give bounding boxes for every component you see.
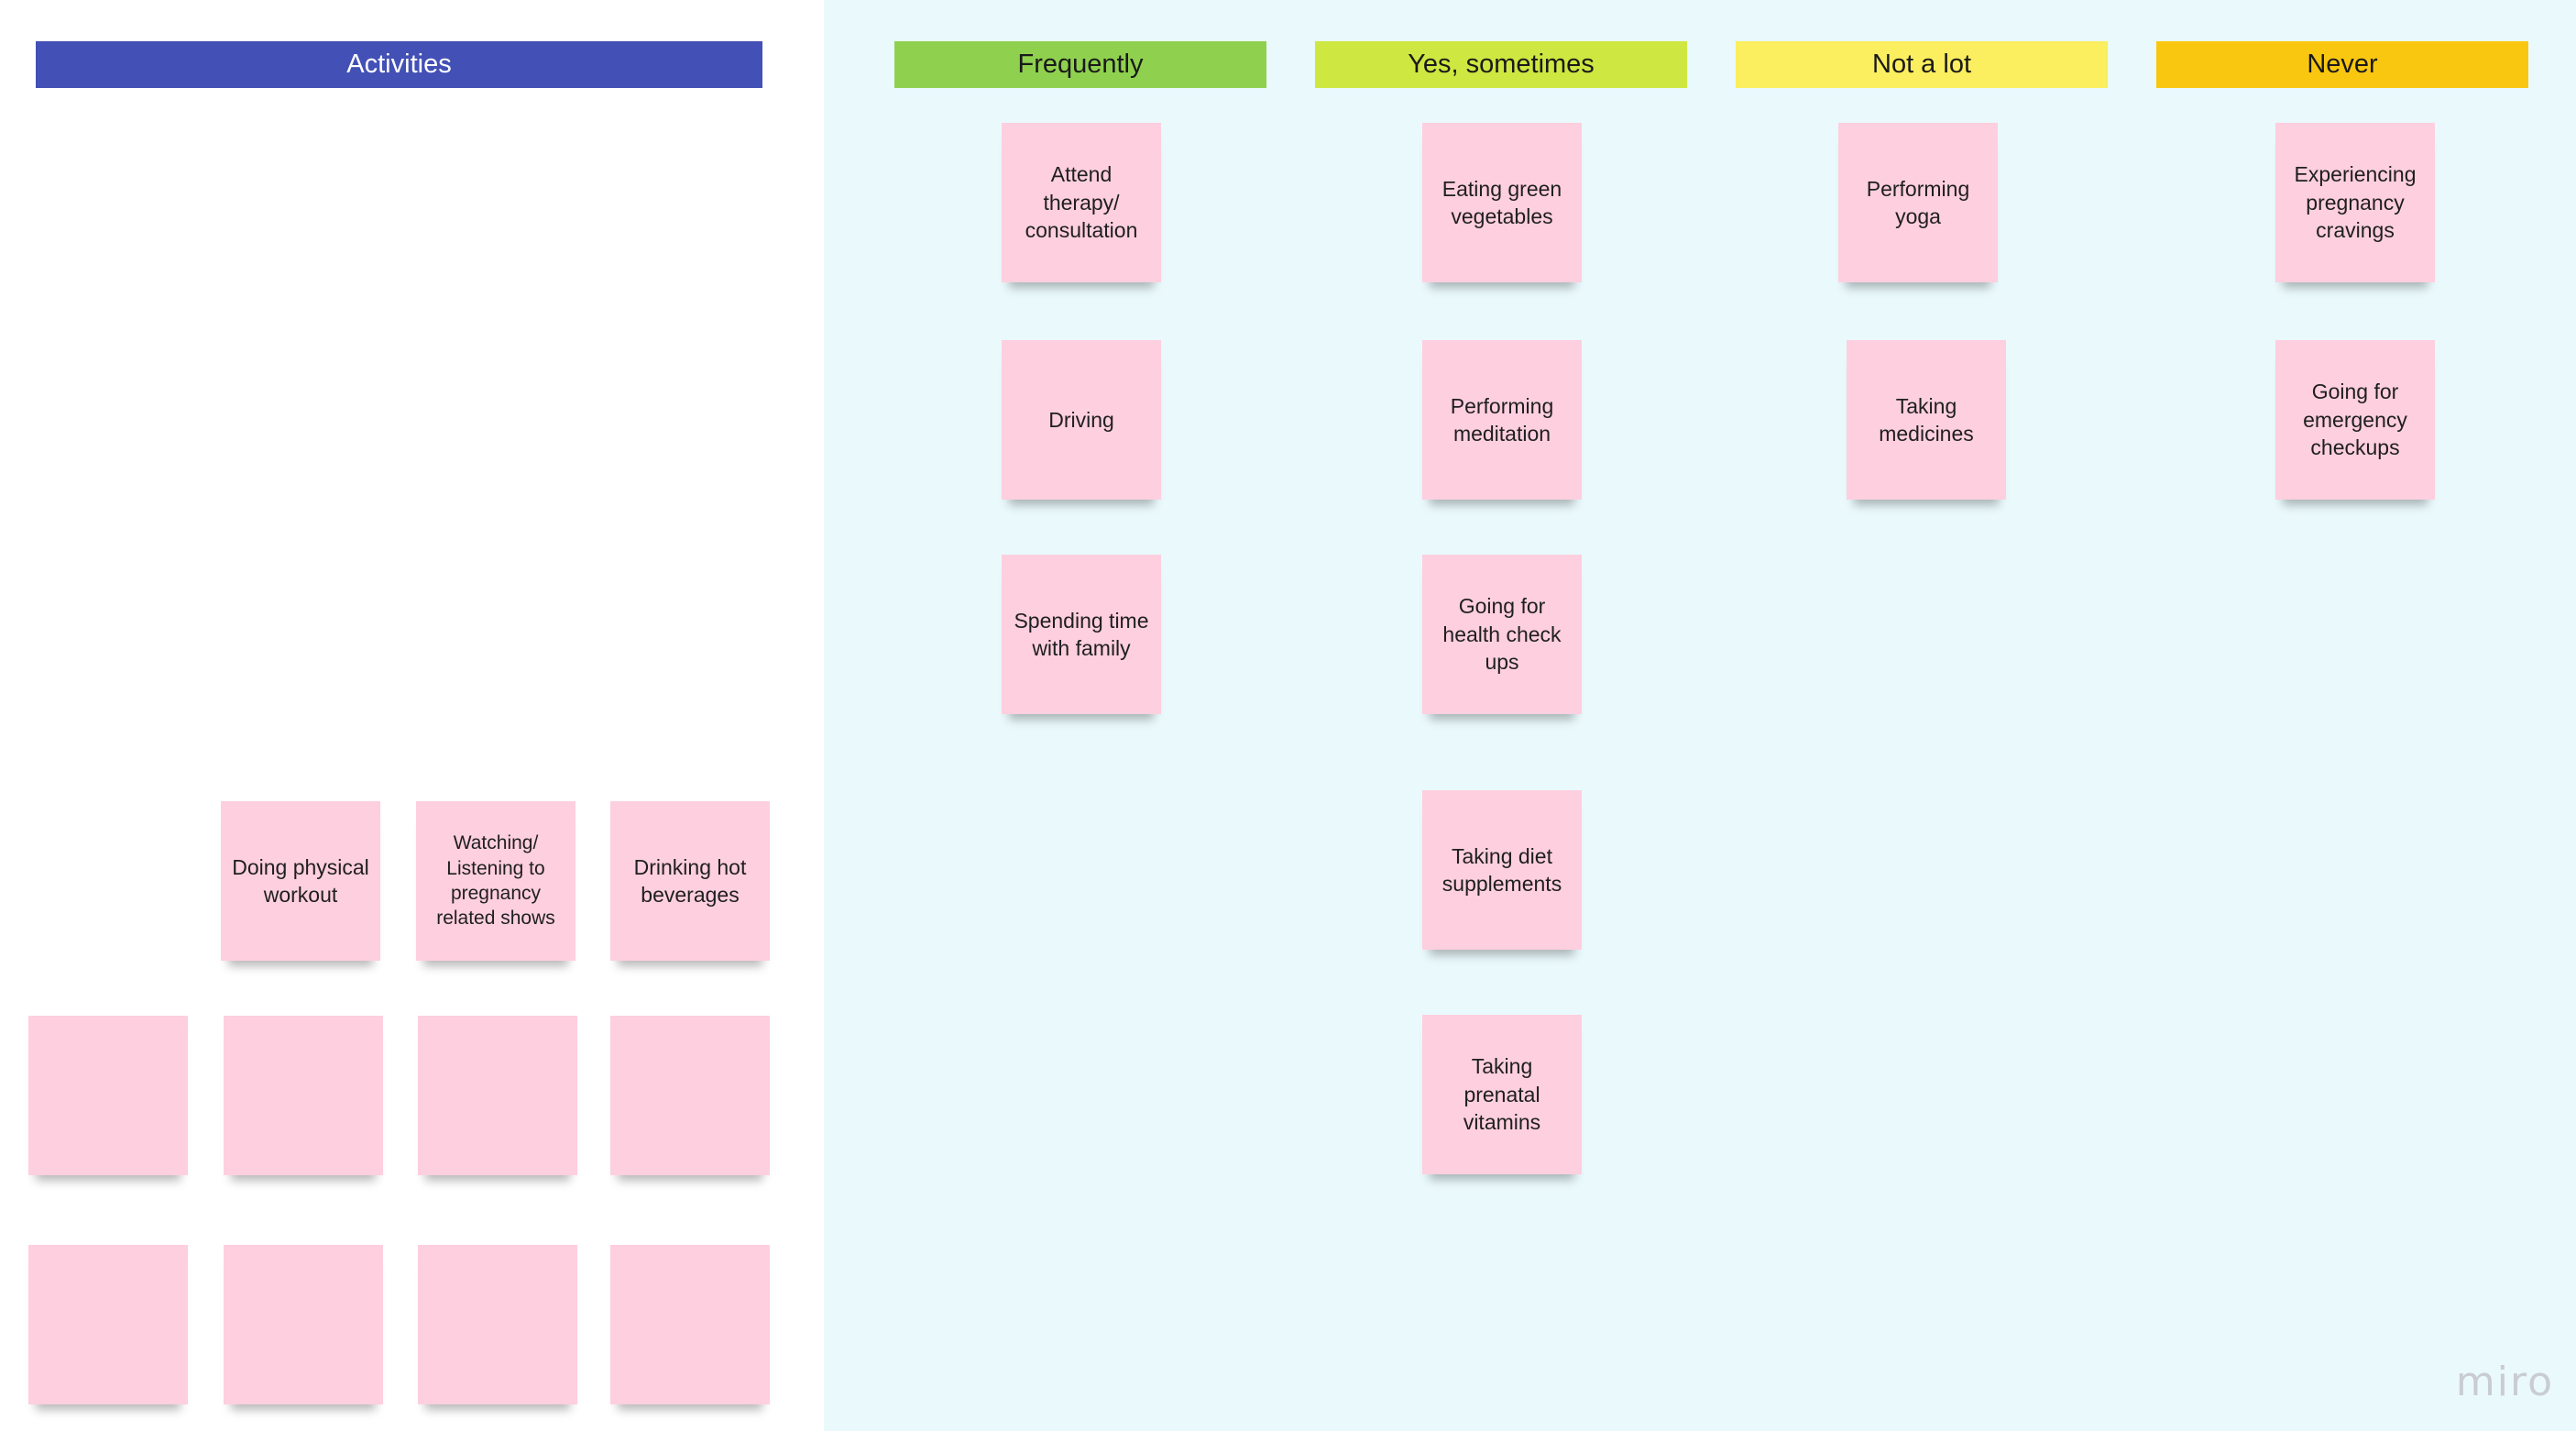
sticky-note-blank[interactable] (610, 1245, 770, 1404)
sticky-note-text: Attend therapy/ consultation (1025, 162, 1138, 243)
sticky-note-sometimes-4[interactable]: Taking diet supplements (1422, 790, 1582, 950)
sticky-note-text: Driving (1048, 407, 1114, 432)
sticky-note-text: Experiencing pregnancy cravings (2294, 162, 2417, 243)
sticky-note-text: Taking diet supplements (1441, 843, 1562, 896)
sticky-note-text: Performing meditation (1450, 393, 1554, 446)
sticky-note-frequently-1[interactable]: Attend therapy/ consultation (1002, 123, 1161, 282)
sticky-note-sometimes-5[interactable]: Taking prenatal vitamins (1422, 1015, 1582, 1174)
sticky-note-never-1[interactable]: Experiencing pregnancy cravings (2275, 123, 2435, 282)
header-not-a-lot: Not a lot (1736, 41, 2108, 88)
header-frequently: Frequently (894, 41, 1266, 88)
sticky-note-sometimes-3[interactable]: Going for health check ups (1422, 555, 1582, 714)
sticky-note-activity-2[interactable]: Watching/ Listening to pregnancy related… (416, 801, 575, 961)
sticky-note-text: Doing physical workout (232, 854, 369, 907)
sticky-note-text: Taking medicines (1879, 393, 1974, 446)
sticky-note-not-a-lot-1[interactable]: Performing yoga (1838, 123, 1998, 282)
miro-logo: miro (2455, 1359, 2554, 1405)
sticky-note-text: Taking prenatal vitamins (1463, 1054, 1541, 1135)
sticky-note-never-2[interactable]: Going for emergency checkups (2275, 340, 2435, 500)
sticky-note-text: Performing yoga (1866, 176, 1970, 228)
sticky-note-activity-3[interactable]: Drinking hot beverages (610, 801, 770, 961)
sticky-note-sometimes-1[interactable]: Eating green vegetables (1422, 123, 1582, 282)
sticky-note-text: Eating green vegetables (1441, 176, 1562, 228)
sticky-note-blank[interactable] (418, 1016, 577, 1175)
sticky-note-blank[interactable] (28, 1016, 188, 1175)
sticky-note-text: Drinking hot beverages (633, 854, 747, 907)
header-activities: Activities (36, 41, 762, 88)
sticky-note-sometimes-2[interactable]: Performing meditation (1422, 340, 1582, 500)
sticky-note-frequently-2[interactable]: Driving (1002, 340, 1161, 500)
sticky-note-activity-1[interactable]: Doing physical workout (221, 801, 380, 961)
header-never: Never (2156, 41, 2528, 88)
sticky-note-not-a-lot-2[interactable]: Taking medicines (1847, 340, 2006, 500)
sticky-note-blank[interactable] (418, 1245, 577, 1404)
sticky-note-text: Spending time with family (1014, 608, 1149, 660)
sticky-note-text: Going for health check ups (1442, 594, 1562, 675)
sticky-note-blank[interactable] (224, 1245, 383, 1404)
sticky-note-text: Going for emergency checkups (2303, 380, 2407, 460)
sticky-note-frequently-3[interactable]: Spending time with family (1002, 555, 1161, 714)
header-yes-sometimes: Yes, sometimes (1315, 41, 1687, 88)
sticky-note-blank[interactable] (610, 1016, 770, 1175)
sticky-note-blank[interactable] (28, 1245, 188, 1404)
sticky-note-text: Watching/ Listening to pregnancy related… (436, 832, 555, 930)
sticky-note-blank[interactable] (224, 1016, 383, 1175)
